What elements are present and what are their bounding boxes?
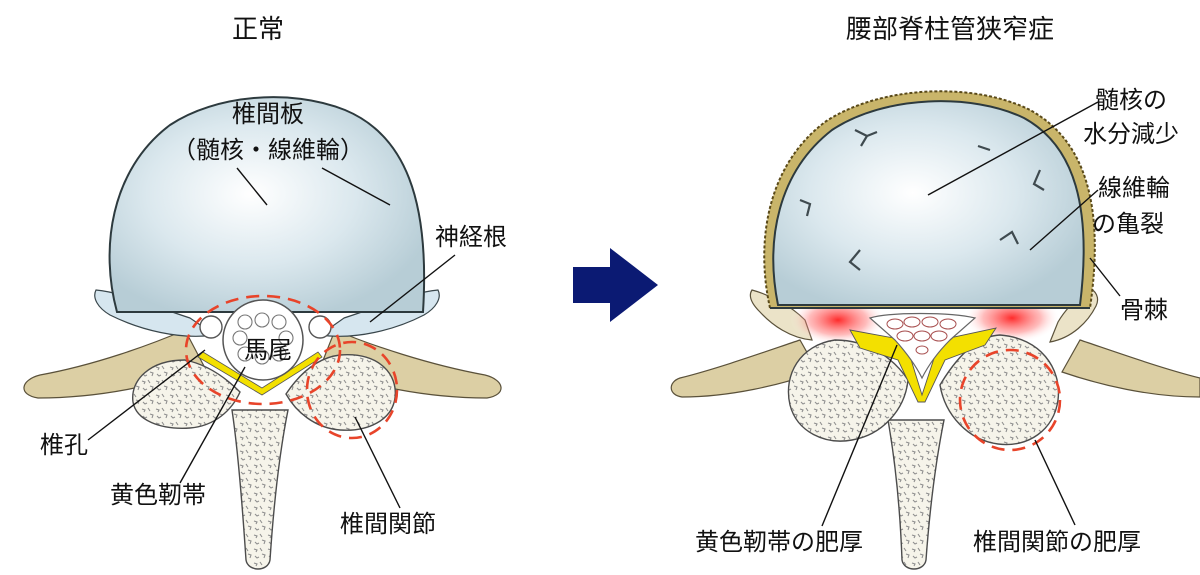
left-cauda-fibers (232, 312, 294, 365)
cauda-label: 馬尾 (244, 336, 292, 364)
nerve-root-label: 神経根 (435, 223, 507, 251)
left-facet-highlight (305, 340, 399, 440)
right-spinous-process (887, 419, 945, 570)
annulus-label-line2: の亀裂 (1092, 210, 1164, 238)
nucleus-label-line1: 髄核の (1095, 86, 1167, 114)
yellow-ligament-thick-label: 黄色靭帯の肥厚 (695, 528, 863, 556)
right-lamina-right (939, 334, 1060, 446)
disc-label-line2: （髄核・線維輪） (172, 136, 364, 164)
stenosis-title: 腰部脊柱管狭窄症 (846, 15, 1054, 45)
nucleus-label-line2: 水分減少 (1083, 120, 1179, 148)
left-nerve-root-ring-left (199, 315, 223, 339)
stenosis-spine-panel: 腰部脊柱管狭窄症 (670, 15, 1200, 570)
left-canal-highlight (184, 294, 342, 406)
right-lamina-left (787, 339, 909, 442)
normal-spine-panel: 正常 椎間板 （髄核・線維輪） 神 (23, 15, 507, 570)
annulus-label-line1: 線維輪 (1098, 174, 1170, 202)
facet-label: 椎間関節 (340, 510, 436, 538)
yellow-ligament-label: 黄色靭帯 (110, 481, 206, 509)
right-compressed-cauda (886, 316, 957, 355)
annulus-fissures (799, 129, 1045, 271)
right-transverse-process-right (1061, 339, 1200, 398)
right-facet-highlight (958, 348, 1062, 452)
left-spinous-process (231, 409, 289, 570)
foramen-label: 椎孔 (40, 431, 88, 459)
bone-spur-label: 骨棘 (1120, 296, 1168, 324)
facet-thick-label: 椎間関節の肥厚 (973, 528, 1141, 556)
left-nerve-root-ring-right (308, 315, 332, 339)
normal-title: 正常 (232, 15, 284, 45)
disc-label-line1: 椎間板 (232, 100, 304, 128)
left-lamina-right (285, 354, 396, 431)
left-lamina-left (132, 359, 241, 429)
right-arrow-icon (573, 248, 658, 322)
right-transverse-process-left (670, 339, 819, 398)
